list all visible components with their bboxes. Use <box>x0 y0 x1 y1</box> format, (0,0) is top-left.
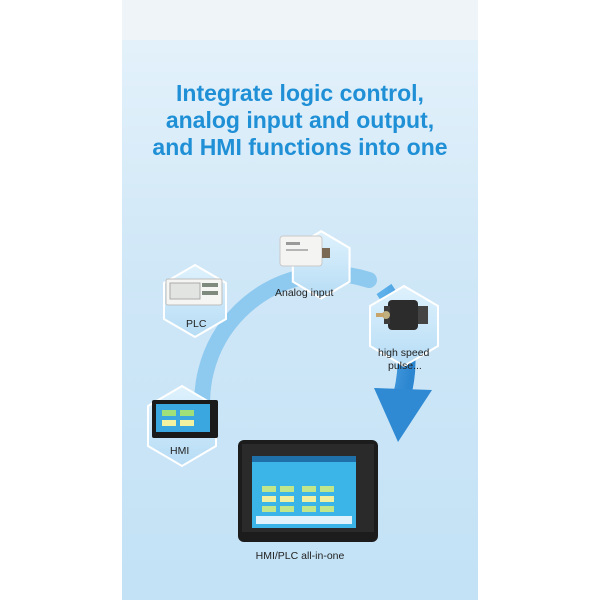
top-strip <box>122 0 478 40</box>
cycle-diagram <box>147 229 439 542</box>
hex-analog-input <box>279 229 351 300</box>
label-analog-input: Analog input <box>275 287 334 299</box>
hex-plc <box>163 263 227 339</box>
label-high-speed-line-2: pulse... <box>388 360 422 372</box>
headline-line-2: analog input and output, <box>165 107 435 133</box>
screen-buttons <box>256 486 352 524</box>
label-high-speed-line-1: high speed <box>378 347 430 359</box>
arrow-head-icon <box>374 388 432 442</box>
hex-hmi <box>147 384 218 468</box>
caption-all-in-one: HMI/PLC all-in-one <box>255 550 345 562</box>
headline-line-1: Integrate logic control, <box>176 80 424 106</box>
analog-module-icon <box>279 235 330 267</box>
plc-device-icon <box>165 278 223 306</box>
product-panel: Integrate logic control, analog input an… <box>122 0 478 600</box>
hex-high-speed-pulse <box>369 284 439 368</box>
headline: Integrate logic control, analog input an… <box>122 80 478 161</box>
headline-line-3: and HMI functions into one <box>152 134 448 160</box>
label-hmi: HMI <box>170 445 190 457</box>
all-in-one-device <box>238 440 378 542</box>
hmi-screen-icon <box>152 400 218 438</box>
servo-motor-icon <box>376 300 428 330</box>
label-plc: PLC <box>186 318 207 330</box>
